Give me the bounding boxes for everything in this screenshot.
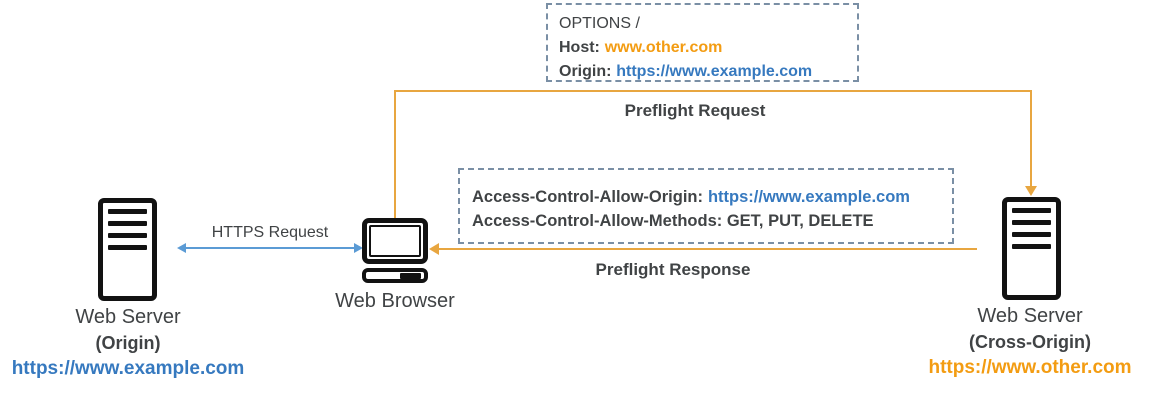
preflight-request-line-vertical-left [394, 90, 396, 218]
preflight-response-line [437, 248, 977, 250]
monitor-screen [369, 225, 421, 257]
preflight-request-label: Preflight Request [624, 101, 766, 120]
server-slot-bar [1012, 232, 1051, 237]
https-request-arrowhead-right [354, 243, 363, 253]
https-request-line [184, 247, 356, 249]
host-header-label: Host: [559, 39, 600, 56]
browser-labels: Web Browser [295, 288, 495, 315]
browser-title: Web Browser [335, 290, 455, 312]
preflight-response-label: Preflight Response [595, 260, 751, 279]
server-slot-bar [108, 221, 147, 226]
allow-origin-header-value: https://www.example.com [707, 188, 910, 206]
origin-server-url: https://www.example.com [11, 358, 245, 379]
allow-origin-header-label: Access-Control-Allow-Origin: [472, 188, 704, 206]
cross-origin-server-url: https://www.other.com [928, 357, 1132, 378]
cross-origin-server-icon [1002, 197, 1061, 300]
cross-origin-server-subtitle: (Cross-Origin) [968, 332, 1091, 352]
server-slot-bar [1012, 244, 1051, 249]
preflight-request-arrowhead-down [1025, 186, 1037, 196]
computer-base-icon [362, 268, 428, 283]
origin-server-labels: Web Server (Origin) https://www.example.… [0, 304, 256, 382]
response-acam-line: Access-Control-Allow-Methods: GET, PUT, … [472, 209, 944, 233]
cross-origin-server-title: Web Server [977, 305, 1083, 327]
https-request-arrowhead-left [177, 243, 186, 253]
request-host-line: Host:www.other.com [559, 36, 849, 60]
origin-server-icon [98, 198, 157, 301]
cross-origin-server-labels: Web Server (Cross-Origin) https://www.ot… [902, 303, 1158, 381]
web-browser-icon [362, 218, 428, 283]
computer-base-bar [400, 272, 421, 279]
request-method-text: OPTIONS / [559, 15, 640, 32]
request-origin-line: Origin:https://www.example.com [559, 60, 849, 84]
server-slot-bar [108, 245, 147, 250]
server-slot-bar [1012, 208, 1051, 213]
preflight-request-line-horizontal [394, 90, 1032, 92]
preflight-response-arrowhead-left [429, 243, 439, 255]
origin-server-title: Web Server [75, 306, 181, 328]
monitor-icon [362, 218, 428, 264]
host-header-value: www.other.com [604, 39, 723, 56]
preflight-request-line-vertical-right [1030, 90, 1032, 187]
request-method-line: OPTIONS / [559, 12, 849, 36]
preflight-request-headers-box: OPTIONS / Host:www.other.com Origin:http… [546, 3, 859, 82]
server-slot-bar [108, 233, 147, 238]
server-slot-bar [108, 209, 147, 214]
response-acao-line: Access-Control-Allow-Origin:https://www.… [472, 185, 944, 209]
origin-server-subtitle: (Origin) [95, 333, 161, 353]
origin-header-label: Origin: [559, 63, 612, 80]
allow-methods-header-text: Access-Control-Allow-Methods: GET, PUT, … [472, 212, 874, 230]
server-slot-bar [1012, 220, 1051, 225]
https-request-label: HTTPS Request [211, 224, 329, 241]
preflight-response-headers-box: Access-Control-Allow-Origin:https://www.… [458, 168, 954, 244]
origin-header-value: https://www.example.com [616, 63, 813, 80]
